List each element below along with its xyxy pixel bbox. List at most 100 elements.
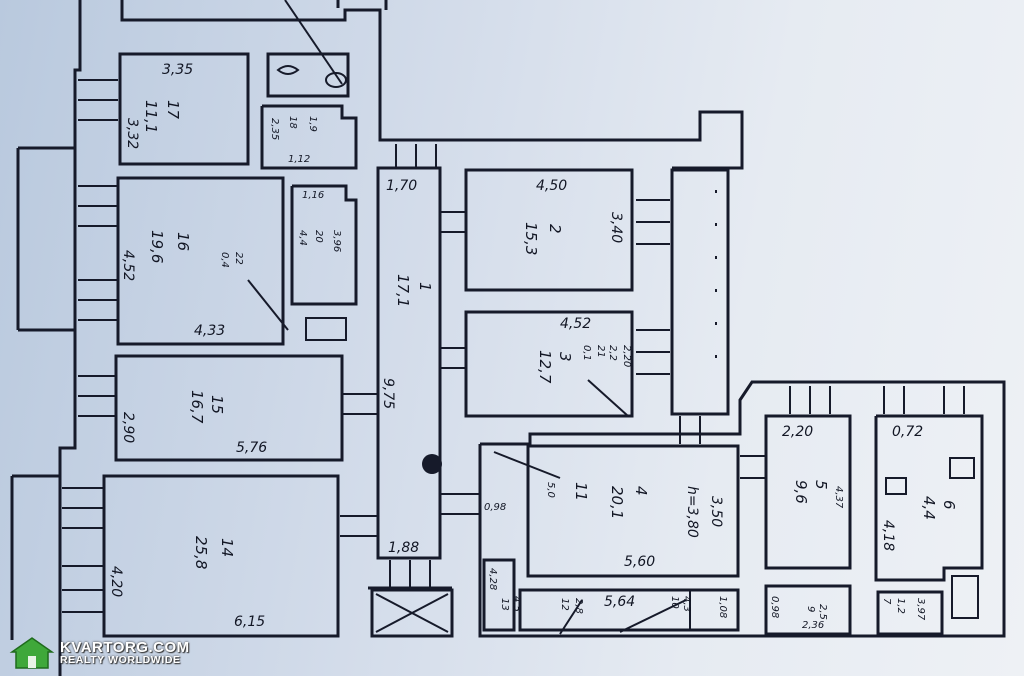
room-16a-area: 0,4 bbox=[219, 252, 230, 268]
room-15-number: 15 bbox=[208, 395, 226, 414]
room-6-number: 6 bbox=[940, 500, 958, 510]
room-5-width: 2,20 bbox=[782, 424, 813, 440]
room-bathroom-top bbox=[266, 0, 350, 98]
room-3-sub-number: 21 bbox=[595, 345, 606, 358]
room-6: 0,72 6 4,4 4,18 bbox=[874, 414, 984, 619]
room-4-width: 5,60 bbox=[624, 554, 655, 570]
room-18-dims: 2,35 bbox=[269, 118, 280, 140]
room-4-sub-number: 11 bbox=[572, 482, 590, 501]
room-17-area: 11,1 bbox=[142, 100, 160, 133]
toilet-icon bbox=[276, 65, 300, 75]
room-5: 2,20 5 9,6 4,37 bbox=[764, 414, 852, 570]
room-13-length: 4,28 bbox=[487, 568, 498, 590]
room-2-number: 2 bbox=[546, 224, 564, 234]
room-13: 4,28 13 4,5 bbox=[482, 558, 522, 632]
room-18-number: 18 bbox=[287, 116, 298, 129]
room-10: 10 4,3 1,08 bbox=[669, 589, 739, 631]
room-15: 2,90 15 16,7 5,76 bbox=[114, 354, 344, 462]
room-17-width: 3,35 bbox=[162, 62, 193, 78]
room-10-number: 10 bbox=[669, 596, 680, 609]
room-6-width: 0,72 bbox=[892, 424, 923, 440]
room-1-top: 1,70 bbox=[386, 178, 417, 194]
watermark-title: KVARTORG.COM bbox=[60, 638, 190, 656]
room-18-extra: 1,12 bbox=[288, 154, 310, 165]
room-9: 0,98 9 2,5 2,36 bbox=[764, 584, 852, 636]
room-9-dims: 0,98 bbox=[769, 596, 780, 618]
room-4: 5,0 11 4 20,1 h=3,80 3,50 5,60 bbox=[493, 444, 740, 578]
room-4-length: 3,50 bbox=[708, 496, 724, 527]
stove-icon bbox=[949, 457, 975, 479]
room-1-number: 1 bbox=[416, 282, 434, 292]
room-14-number: 14 bbox=[218, 538, 236, 557]
room-17-length: 3,32 bbox=[124, 118, 140, 149]
stove-icon bbox=[885, 477, 907, 495]
room-7-dims: 3,97 bbox=[915, 598, 926, 621]
room-13-area: 4,5 bbox=[511, 596, 522, 612]
room-16-width: 4,33 bbox=[194, 323, 225, 339]
room-9-extra: 2,36 bbox=[802, 620, 824, 631]
room-6-area: 4,4 bbox=[920, 496, 938, 520]
room-16: 4,52 16 19,6 22 0,4 4,33 bbox=[116, 176, 289, 346]
room-2-width: 4,50 bbox=[536, 178, 567, 194]
room-stair-right bbox=[670, 168, 730, 416]
room-5-area: 9,6 bbox=[792, 480, 810, 504]
room-12-width: 5,64 bbox=[604, 594, 635, 610]
room-9-number: 9 bbox=[805, 606, 816, 612]
room-17: 3,35 3,32 17 11,1 bbox=[118, 52, 250, 166]
sink-icon bbox=[325, 72, 347, 88]
room-2-area: 15,3 bbox=[522, 222, 540, 255]
room-7-area: 1,2 bbox=[895, 598, 906, 614]
room-3-area: 12,7 bbox=[536, 350, 554, 384]
room-4-sub-area: 5,0 bbox=[545, 482, 556, 498]
room-9-area: 2,5 bbox=[817, 604, 828, 620]
window-marks bbox=[62, 79, 965, 637]
room-7-number: 7 bbox=[881, 598, 892, 605]
watermark-text: KVARTORG.COM REALTY WORLDWIDE bbox=[60, 638, 190, 667]
watermark: KVARTORG.COM REALTY WORLDWIDE bbox=[8, 634, 190, 672]
room-18: 2,35 18 1,9 1,12 bbox=[260, 104, 358, 170]
room-5-length: 4,37 bbox=[833, 486, 844, 509]
room-1-bottom: 1,88 bbox=[388, 540, 419, 556]
room-14-area: 25,8 bbox=[192, 536, 210, 569]
room-13-number: 13 bbox=[499, 598, 510, 611]
building-walls bbox=[10, 0, 744, 676]
room-20-width: 1,16 bbox=[302, 190, 324, 201]
house-icon bbox=[8, 636, 56, 670]
room-4-area: 20,1 bbox=[608, 486, 626, 519]
room-3-width: 4,52 bbox=[560, 316, 591, 332]
room-15-length: 2,90 bbox=[120, 412, 136, 443]
room-10-area: 4,3 bbox=[681, 596, 692, 612]
room-10-dims: 1,08 bbox=[717, 596, 728, 618]
room-1-corridor: 1,70 1 17,1 9,75 1,88 bbox=[376, 166, 442, 560]
room-4-height: h=3,80 bbox=[684, 486, 700, 538]
room-16-length: 4,52 bbox=[120, 250, 136, 281]
room-15-area: 16,7 bbox=[188, 390, 206, 424]
room-1-area: 17,1 bbox=[394, 274, 412, 307]
room-3-sub2: 0,1 bbox=[581, 345, 592, 361]
room-3-sub-area: 2,2 bbox=[607, 345, 618, 361]
right-wing-walls bbox=[368, 380, 1006, 638]
room-14-length: 4,20 bbox=[108, 566, 124, 597]
room-16-area: 19,6 bbox=[148, 230, 166, 263]
bath-icon bbox=[951, 575, 979, 619]
room-14: 4,20 14 25,8 6,15 bbox=[102, 474, 340, 638]
watermark-subtitle: REALTY WORLDWIDE bbox=[60, 654, 181, 667]
room-18-area: 1,9 bbox=[307, 116, 318, 132]
room-17-number: 17 bbox=[164, 100, 182, 120]
room-5-number: 5 bbox=[812, 480, 830, 490]
room-20-length: 3,96 bbox=[331, 230, 342, 252]
room-20-area: 4,4 bbox=[297, 230, 308, 246]
room-3-number: 3 bbox=[556, 352, 574, 362]
room-20-number: 20 bbox=[313, 230, 324, 243]
room-16-number: 16 bbox=[174, 232, 192, 251]
room-16a-number: 22 bbox=[233, 252, 244, 265]
room-12-dims: 0,98 bbox=[484, 502, 506, 513]
room-15-width: 5,76 bbox=[236, 440, 267, 456]
room-2-length: 3,40 bbox=[608, 212, 624, 243]
room-12-number: 12 bbox=[559, 598, 570, 611]
room-2: 4,50 2 15,3 3,40 bbox=[464, 168, 634, 292]
room-20: 1,16 4,4 20 3,96 bbox=[290, 184, 358, 341]
room-14-width: 6,15 bbox=[234, 614, 265, 630]
